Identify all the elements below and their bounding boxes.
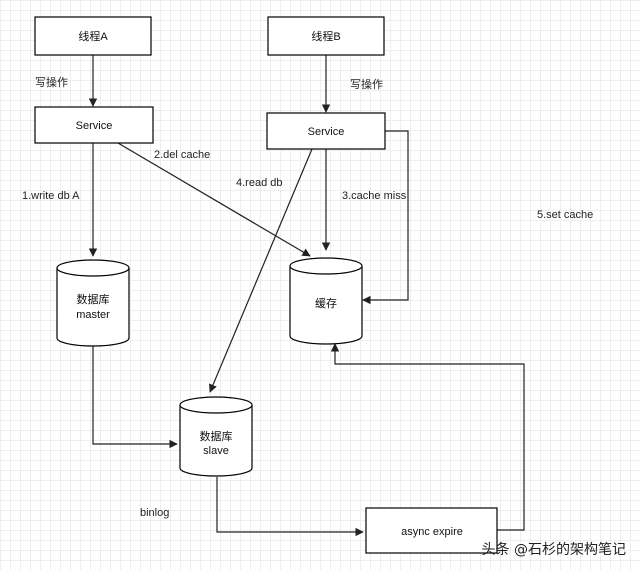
edge-del-cache bbox=[117, 142, 311, 257]
node-thread-b-label: 线程B bbox=[311, 29, 340, 43]
node-service-a-label: Service bbox=[76, 120, 113, 132]
label-write-op-a: 写操作 bbox=[35, 75, 68, 89]
node-thread-a: 线程A bbox=[34, 16, 152, 56]
label-read-db: 4.read db bbox=[236, 177, 282, 189]
node-service-a: Service bbox=[34, 106, 154, 144]
node-db-master: 数据库 master bbox=[56, 259, 130, 347]
node-async-expire: async expire bbox=[365, 507, 498, 554]
edge-read-db bbox=[209, 148, 313, 393]
label-binlog: binlog bbox=[140, 507, 169, 519]
label-cache-miss: 3.cache miss bbox=[342, 190, 407, 202]
label-set-cache: 5.set cache bbox=[537, 209, 593, 221]
node-db-slave-label-1: 数据库 bbox=[200, 429, 233, 443]
node-cache-label: 缓存 bbox=[315, 296, 337, 310]
edge-set-cache bbox=[362, 130, 409, 305]
node-db-slave-label-2: slave bbox=[203, 445, 229, 457]
watermark-text: 头条 @石杉的架构笔记 bbox=[482, 541, 626, 558]
node-db-master-label-2: master bbox=[76, 309, 110, 321]
label-write-op-b: 写操作 bbox=[350, 77, 383, 91]
label-del-cache: 2.del cache bbox=[154, 149, 210, 161]
node-async-expire-label: async expire bbox=[401, 526, 463, 538]
edge-async-expire-to-cache bbox=[330, 343, 525, 531]
node-cache: 缓存 bbox=[289, 257, 363, 345]
edge-labels: 写操作 写操作 2.del cache 1.write db A 4.read … bbox=[22, 75, 593, 519]
edge-master-to-slave bbox=[92, 345, 178, 449]
node-thread-a-label: 线程A bbox=[78, 29, 108, 43]
node-db-master-label-1: 数据库 bbox=[77, 292, 110, 306]
node-db-slave: 数据库 slave bbox=[179, 396, 253, 477]
node-service-b: Service bbox=[266, 112, 386, 150]
node-service-b-label: Service bbox=[308, 126, 345, 138]
edge-binlog bbox=[216, 477, 364, 537]
label-write-db: 1.write db A bbox=[22, 190, 80, 202]
node-thread-b: 线程B bbox=[267, 16, 385, 56]
edges bbox=[88, 55, 525, 537]
